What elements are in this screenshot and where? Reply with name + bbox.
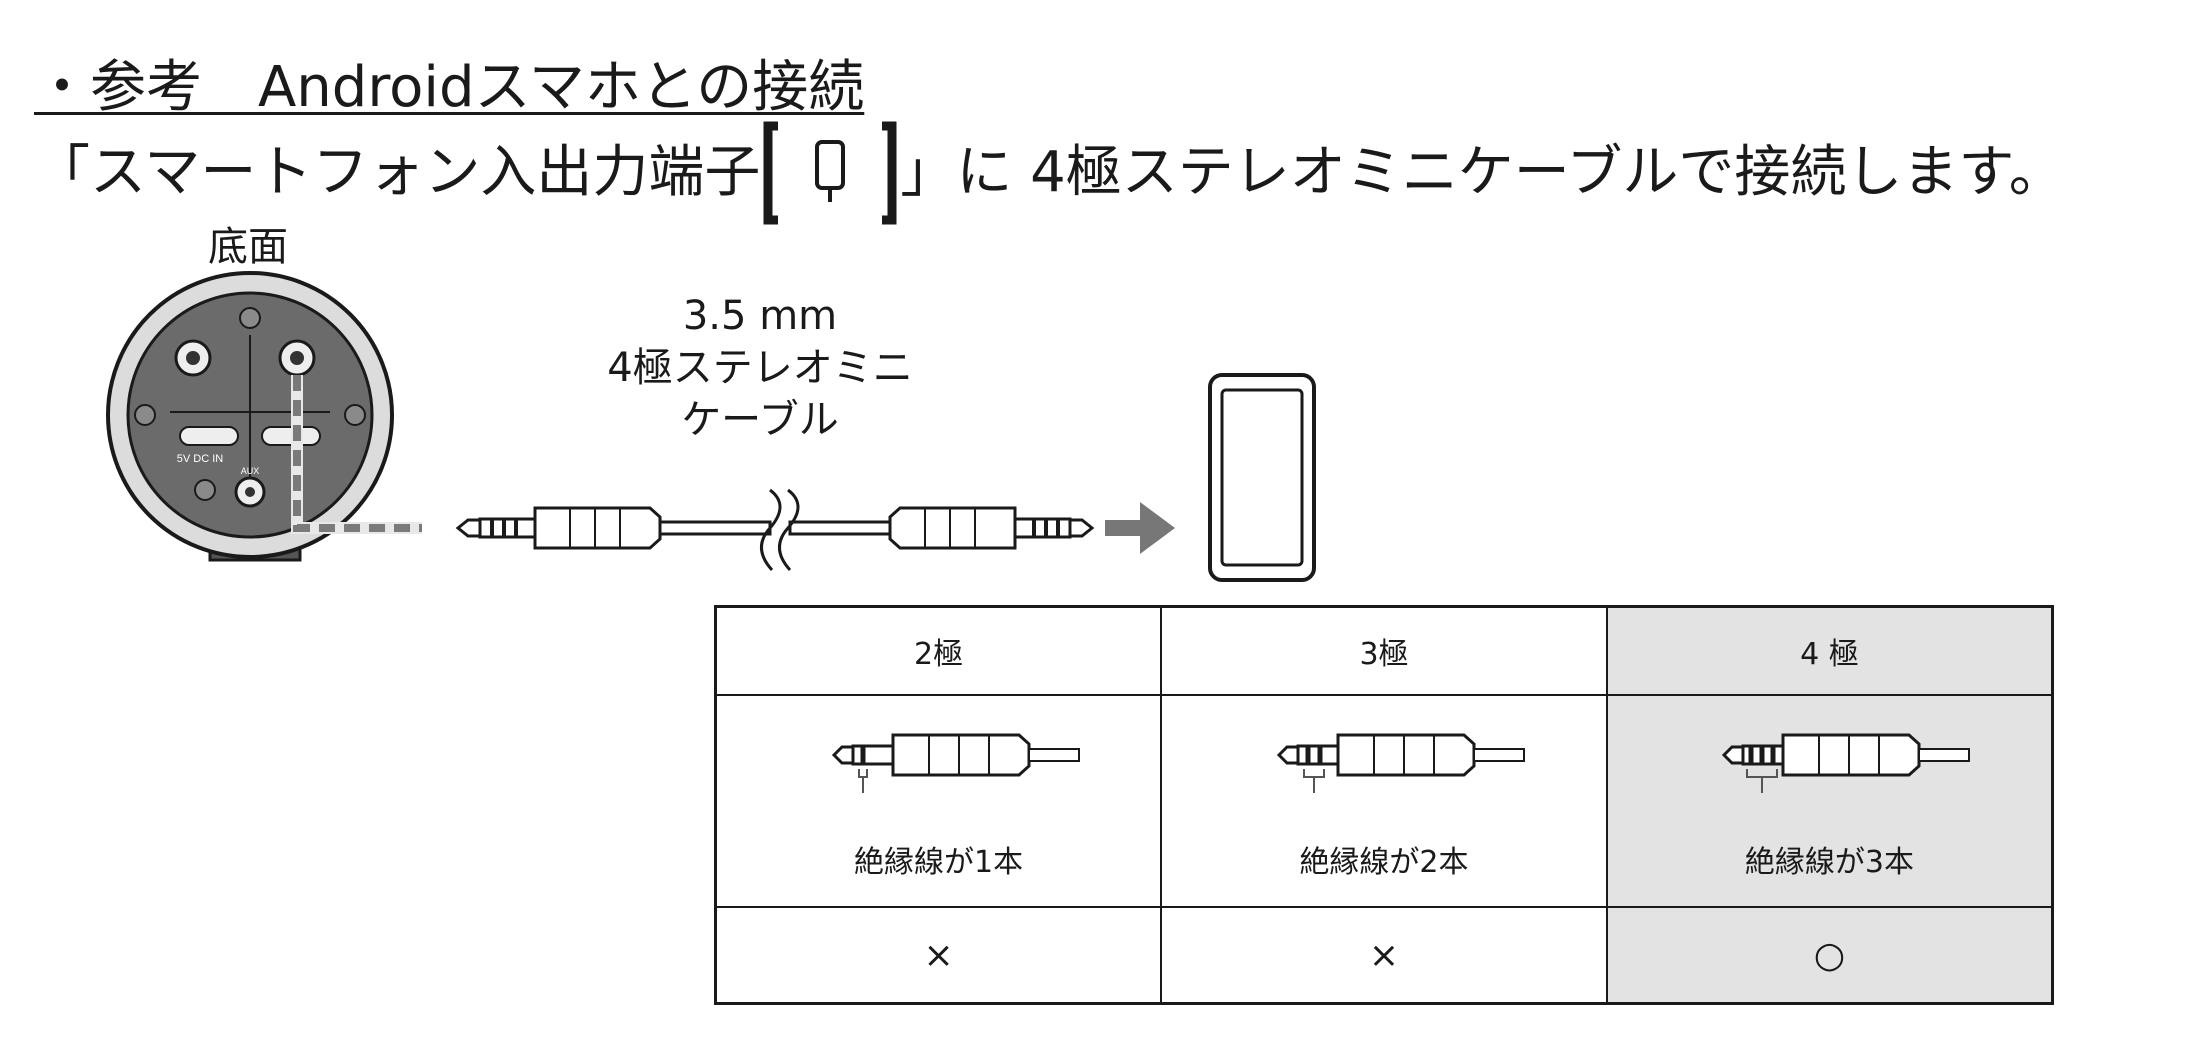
bottom-view-label: 底面 xyxy=(208,224,288,270)
two-pole-plug-icon xyxy=(831,733,1080,793)
table-result-row: × × ○ xyxy=(714,906,2054,1005)
instruction-line: 「スマートフォン入出力端子 」に 4極ステレオミニケーブルで接続します。 xyxy=(34,118,2065,228)
table-cell-2-pole-plug: 絶縁線が1本 xyxy=(714,694,1163,908)
mic-port-icon xyxy=(760,118,900,228)
table-header-row: 2極 3極 4 極 xyxy=(714,605,2054,696)
instruction-text-after: 」に 4極ステレオミニケーブルで接続します。 xyxy=(900,140,2065,205)
table-header-4-pole: 4 極 xyxy=(1605,605,2054,696)
plug-label-2-pole: 絶縁線が1本 xyxy=(854,845,1024,880)
plug-compatibility-table: 2極 3極 4 極 絶縁線が1本 xyxy=(714,605,2054,1005)
device-bottom-illustration: 5V DC IN AUX xyxy=(106,271,422,562)
heading: ・参考 Androidスマホとの接続 xyxy=(34,55,865,120)
dc-in-label: 5V DC IN xyxy=(177,453,224,465)
stereo-mini-cable-illustration xyxy=(455,488,1095,572)
aux-label: AUX xyxy=(241,466,260,476)
table-cell-4-pole-plug: 絶縁線が3本 xyxy=(1605,694,2054,908)
arrow-right-icon xyxy=(1105,502,1175,554)
cable-caption-cable: ケーブル xyxy=(681,397,839,443)
table-header-2-pole: 2極 xyxy=(714,605,1163,696)
cable-caption-size: 3.5 mm xyxy=(682,293,838,339)
three-pole-plug-icon xyxy=(1276,733,1525,793)
result-3-pole: × xyxy=(1160,906,1608,1005)
table-cell-3-pole-plug: 絶縁線が2本 xyxy=(1160,694,1608,908)
table-header-3-pole: 3極 xyxy=(1160,605,1608,696)
usb-c-power-port-icon xyxy=(179,426,239,446)
four-pole-plug-icon xyxy=(1722,733,1971,793)
table-plug-row: 絶縁線が1本 絶縁線が2本 xyxy=(714,694,2054,908)
plug-label-4-pole: 絶縁線が3本 xyxy=(1744,845,1914,880)
plug-label-3-pole: 絶縁線が2本 xyxy=(1299,845,1469,880)
cable-caption-type: 4極ステレオミニ xyxy=(607,345,913,391)
cable-caption: 3.5 mm 4極ステレオミニ ケーブル xyxy=(560,290,960,446)
instruction-text-before: 「スマートフォン入出力端子 xyxy=(34,140,761,205)
smartphone-icon xyxy=(1208,373,1316,582)
result-2-pole: × xyxy=(714,906,1163,1005)
result-4-pole: ○ xyxy=(1605,906,2054,1005)
screw-icon xyxy=(134,307,366,501)
